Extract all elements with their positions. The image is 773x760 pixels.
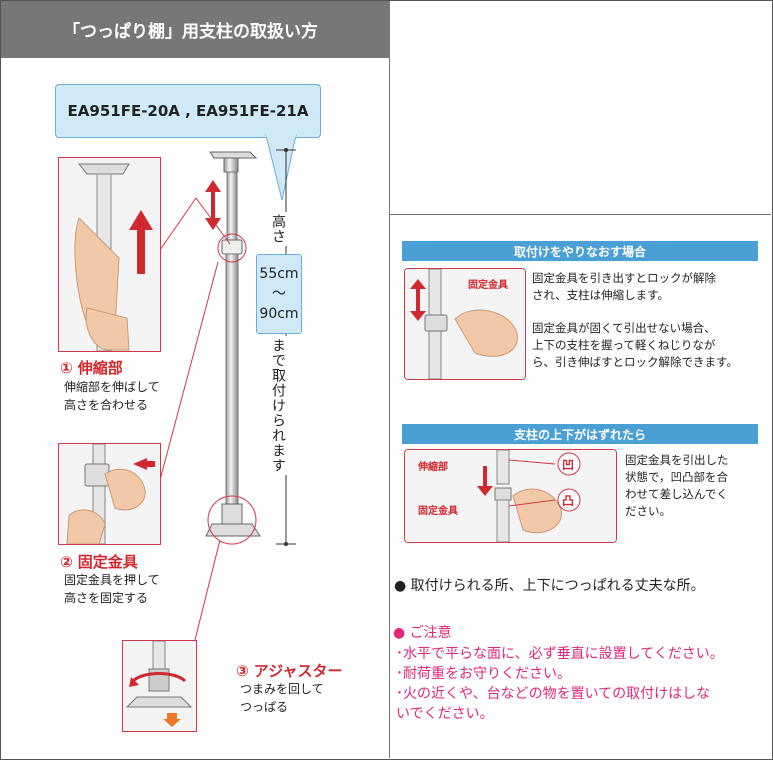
model-label: EA951FE-20A , EA951FE-21A xyxy=(67,102,309,120)
part3-title: ③ アジャスター xyxy=(236,660,342,681)
caution-line-3: ･火の近くや、台などの物を置いての取付けはしな xyxy=(396,686,711,702)
part3-desc-line1: つまみを回して xyxy=(240,682,324,696)
part2-desc-line1: 固定金具を押して xyxy=(64,573,160,587)
height-top-label: 高さ xyxy=(268,212,288,246)
detached-text: 固定金具を引出した 状態で，凹凸部を合 わせて差し込んでく ださい。 xyxy=(625,452,729,520)
detached-text-line1: 固定金具を引出した xyxy=(625,453,729,467)
part1-desc: 伸縮部を伸ばして 高さを合わせる xyxy=(64,378,160,414)
height-tilde: 〜 xyxy=(272,286,286,302)
model-callout: EA951FE-20A , EA951FE-21A xyxy=(55,84,321,138)
detached-title-text: 支柱の上下がはずれたら xyxy=(513,427,646,442)
connector-lines xyxy=(159,197,231,641)
reinstall-photo xyxy=(404,268,526,380)
pole-illustration xyxy=(205,151,261,545)
part3-photo xyxy=(122,640,197,732)
caution-line-4: いでください。 xyxy=(396,706,494,722)
part2-number: ② xyxy=(60,553,73,571)
install-note-bullet: ● xyxy=(394,578,407,594)
callout-pointer xyxy=(265,134,297,201)
part2-desc: 固定金具を押して 高さを固定する xyxy=(64,571,160,607)
detached-label-top: 伸縮部 xyxy=(418,462,448,473)
part1-desc-line2: 高さを合わせる xyxy=(64,398,149,412)
reinstall-text1: 固定金具を引き出すとロックが解除 され、支柱は伸縮します。 xyxy=(532,270,716,304)
reinstall-title-text: 取付けをやりなおす場合 xyxy=(513,244,646,259)
reinstall-image-label: 固定金具 xyxy=(468,280,508,291)
reinstall-text1-line1: 固定金具を引き出すとロックが解除 xyxy=(532,271,716,285)
divider-vertical xyxy=(389,1,390,215)
reinstall-text1-line2: され、支柱は伸縮します。 xyxy=(532,288,669,302)
part1-number: ① xyxy=(60,359,73,377)
reinstall-text2: 固定金具が固くて引出せない場合、 上下の支柱を握って軽くねじりなが ら、引き伸ば… xyxy=(532,320,738,371)
part1-desc-line1: 伸縮部を伸ばして xyxy=(64,380,160,394)
height-bottom-label: まで取付けられます xyxy=(268,336,288,475)
detached-mark-bottom: 凸 xyxy=(562,494,575,508)
right-panel xyxy=(389,214,772,758)
install-note-text: 取付けられる所、上下につっぱれる丈夫な所。 xyxy=(410,578,705,594)
detached-text-line2: 状態で，凹凸部を合 xyxy=(625,470,729,484)
part2-title: ② 固定金具 xyxy=(60,551,138,572)
reinstall-text2-line1: 固定金具が固くて引出せない場合、 xyxy=(532,321,716,335)
caution-line-2: ･耐荷重をお守りください。 xyxy=(396,666,571,682)
part3-number: ③ xyxy=(236,662,249,680)
page-title: 「つっぱり棚」用支柱の取扱い方 xyxy=(1,1,389,58)
height-range-box: 55cm 〜 90cm xyxy=(256,254,302,334)
reinstall-text2-line2: 上下の支柱を握って軽くねじりなが xyxy=(532,338,716,352)
install-note: ● 取付けられる所、上下につっぱれる丈夫な所。 xyxy=(394,575,705,595)
page-title-text: 「つっぱり棚」用支柱の取扱い方 xyxy=(63,22,318,42)
detached-text-line3: わせて差し込んでく xyxy=(625,487,728,501)
height-min: 55cm xyxy=(259,266,299,282)
part3-name: アジャスター xyxy=(253,662,343,680)
part1-photo xyxy=(58,157,161,352)
part1-title: ① 伸縮部 xyxy=(60,357,123,378)
part2-desc-line2: 高さを固定する xyxy=(64,591,149,605)
detached-text-line4: ださい。 xyxy=(625,504,671,518)
reinstall-section-title: 取付けをやりなおす場合 xyxy=(402,241,758,261)
height-max: 90cm xyxy=(259,306,299,322)
part2-photo xyxy=(58,443,161,545)
detached-mark-top: 凹 xyxy=(562,458,575,472)
divider-horizontal xyxy=(389,214,771,215)
caution-heading: ● ご注意 xyxy=(393,625,452,641)
detached-photo xyxy=(404,449,617,543)
reinstall-text2-line3: ら、引き伸ばすとロック解除できます。 xyxy=(532,355,738,369)
detached-section-title: 支柱の上下がはずれたら xyxy=(402,424,758,444)
part2-name: 固定金具 xyxy=(77,553,138,571)
detached-label-bottom: 固定金具 xyxy=(418,506,458,517)
part1-name: 伸縮部 xyxy=(77,359,123,377)
part3-desc-line2: つっぱる xyxy=(240,700,289,714)
part3-desc: つまみを回して つっぱる xyxy=(240,680,324,716)
caution-line-1: ･水平で平らな面に、必ず垂直に設置してください。 xyxy=(396,646,724,662)
